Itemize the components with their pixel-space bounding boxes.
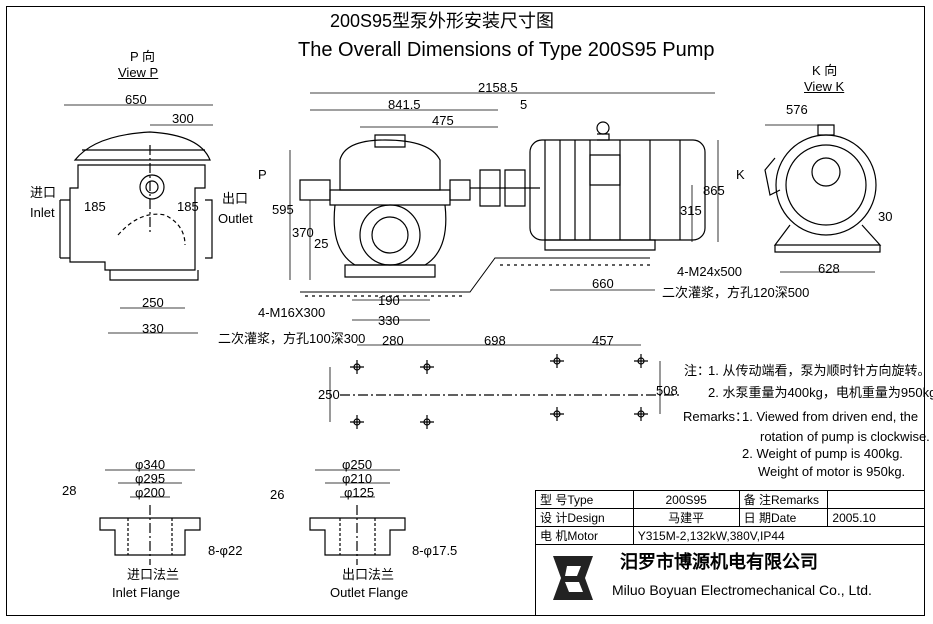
dim-628: 628 bbox=[818, 261, 840, 276]
dim-660: 660 bbox=[592, 276, 614, 291]
note-cn-head: 注： bbox=[684, 363, 711, 378]
note-en-head: Remarks： bbox=[683, 409, 749, 424]
inlet-flange-drawing bbox=[100, 505, 200, 565]
tb-remarks-label: 备 注Remarks bbox=[738, 490, 829, 509]
flange-28: 28 bbox=[62, 483, 77, 498]
dim-841: 841.5 bbox=[388, 97, 421, 112]
tb-design-label: 设 计Design bbox=[535, 508, 634, 527]
tb-type-label: 型 号Type bbox=[535, 490, 634, 509]
note-en-1b: rotation of pump is clockwise. bbox=[760, 429, 930, 444]
dim-315: 315 bbox=[680, 203, 702, 218]
outlet-flange-en: Outlet Flange bbox=[330, 585, 409, 600]
pump-motor-drawing bbox=[300, 122, 705, 296]
flange-phi125: φ125 bbox=[344, 485, 375, 500]
outlet-flange-drawing bbox=[310, 505, 405, 565]
flange-26: 26 bbox=[270, 487, 285, 502]
grout-motor: 二次灌浆，方孔120深500 bbox=[662, 285, 810, 300]
inlet-flange-cn: 进口法兰 bbox=[127, 567, 180, 582]
inlet-flange-en: Inlet Flange bbox=[112, 585, 180, 600]
inlet-en: Inlet bbox=[30, 205, 55, 220]
view-p-drawing bbox=[60, 132, 212, 280]
dim-185-left: 185 bbox=[84, 199, 106, 214]
note-en-2a: 2. Weight of pump is 400kg. bbox=[742, 446, 903, 461]
outlet-flange-cn: 出口法兰 bbox=[342, 567, 395, 582]
dim-300: 300 bbox=[172, 111, 194, 126]
tb-motor-label: 电 机Motor bbox=[535, 526, 634, 545]
dim-250: 250 bbox=[318, 387, 340, 402]
company-name-en: Miluo Boyuan Electromechanical Co., Ltd. bbox=[612, 582, 872, 598]
bolts-motor: 4-M24x500 bbox=[677, 264, 743, 279]
note-en-2b: Weight of motor is 950kg. bbox=[758, 464, 906, 479]
dim-865: 865 bbox=[703, 183, 725, 198]
flange-holes-22: 8-φ22 bbox=[208, 543, 243, 558]
drawing-frame bbox=[6, 6, 925, 616]
title-cn: 200S95型泵外形安装尺寸图 bbox=[330, 11, 555, 31]
tb-type-value: 200S95 bbox=[632, 490, 740, 509]
dim-280: 280 bbox=[382, 333, 404, 348]
flange-phi340: φ340 bbox=[135, 457, 166, 472]
dim-475: 475 bbox=[432, 113, 454, 128]
tb-date-label: 日 期Date bbox=[738, 508, 829, 527]
company-logo-icon bbox=[553, 556, 593, 600]
dim-370: 370 bbox=[292, 225, 314, 240]
dim-5: 5 bbox=[520, 97, 528, 112]
note-cn-2: 2. 水泵重量为400kg，电机重量为950kg。 bbox=[708, 385, 933, 400]
dim-457: 457 bbox=[592, 333, 614, 348]
company-name-cn: 汨罗市博源机电有限公司 bbox=[620, 552, 818, 573]
dim-250-p: 250 bbox=[142, 295, 164, 310]
outlet-en: Outlet bbox=[218, 211, 253, 226]
flange-phi295: φ295 bbox=[135, 471, 166, 486]
inlet-cn: 进口 bbox=[30, 185, 57, 200]
note-en-1a: 1. Viewed from driven end, the bbox=[742, 409, 919, 424]
grout-pump: 二次灌浆，方孔100深300 bbox=[218, 331, 366, 346]
dim-185-right: 185 bbox=[177, 199, 199, 214]
view-k-cn: K 向 bbox=[812, 63, 838, 78]
flange-phi200: φ200 bbox=[135, 485, 166, 500]
dim-30: 30 bbox=[878, 209, 893, 224]
tb-motor-value: Y315M-2,132kW,380V,IP44 bbox=[632, 526, 926, 545]
tb-remarks-value bbox=[827, 490, 925, 509]
flange-holes-175: 8-φ17.5 bbox=[412, 543, 458, 558]
dim-25: 25 bbox=[314, 236, 329, 251]
title-en: The Overall Dimensions of Type 200S95 Pu… bbox=[298, 39, 715, 61]
dim-576: 576 bbox=[786, 102, 808, 117]
dim-508: 508 bbox=[656, 383, 678, 398]
dim-650: 650 bbox=[125, 92, 147, 107]
dim-698: 698 bbox=[484, 333, 506, 348]
arrow-p-label: P bbox=[258, 167, 267, 182]
dim-595: 595 bbox=[272, 202, 294, 217]
dim-330-p: 330 bbox=[142, 321, 164, 336]
bolt-plan-drawing bbox=[340, 354, 680, 429]
view-k-drawing bbox=[765, 125, 880, 252]
company-area bbox=[535, 545, 925, 616]
view-k-en: View K bbox=[804, 79, 845, 94]
flange-phi210: φ210 bbox=[342, 471, 373, 486]
dim-2158: 2158.5 bbox=[478, 80, 518, 95]
tb-date-value: 2005.10 bbox=[827, 508, 925, 527]
flange-phi250: φ250 bbox=[342, 457, 373, 472]
view-p-en: View P bbox=[118, 65, 159, 80]
dim-330: 330 bbox=[378, 313, 400, 328]
title-block: 型 号Type 200S95 备 注Remarks 设 计Design 马建平 … bbox=[535, 490, 926, 616]
outlet-cn: 出口 bbox=[222, 191, 249, 206]
view-p-cn: P 向 bbox=[130, 49, 156, 64]
dimension-lines bbox=[64, 93, 875, 497]
note-cn-1: 1. 从传动端看，泵为顺时针方向旋转。 bbox=[708, 363, 931, 378]
dim-190: 190 bbox=[378, 293, 400, 308]
bolts-pump: 4-M16X300 bbox=[258, 305, 326, 320]
tb-design-value: 马建平 bbox=[632, 508, 740, 527]
arrow-k-label: K bbox=[736, 167, 745, 182]
